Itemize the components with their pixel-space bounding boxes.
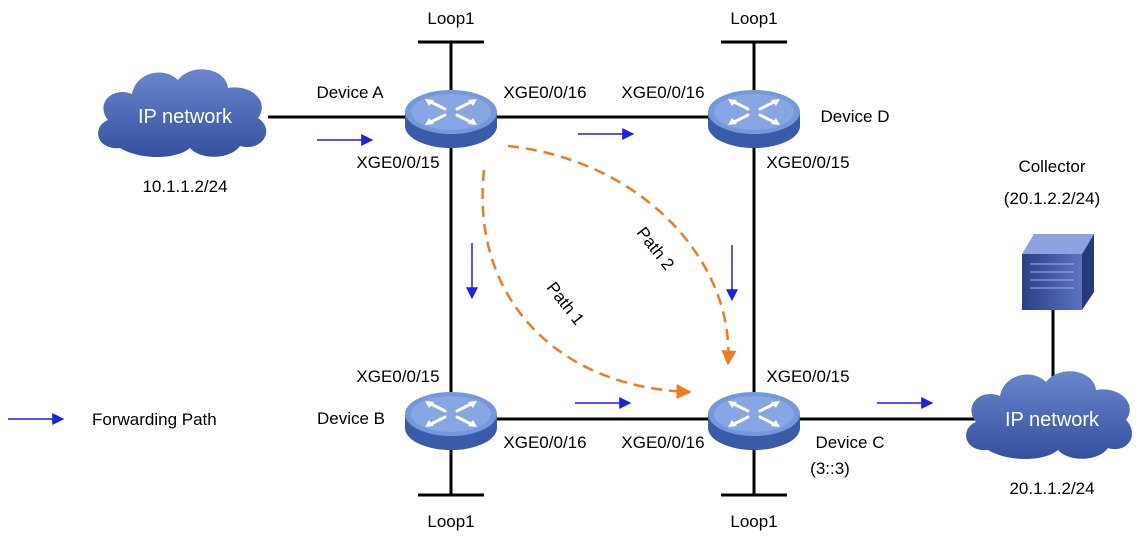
cloud-right: IP network (966, 371, 1133, 459)
device-d-name: Device D (821, 107, 890, 126)
device-b-loop-label: Loop1 (427, 512, 474, 531)
device-c-address: (3::3) (810, 459, 850, 478)
device-d-router (706, 88, 802, 150)
path-1-label: Path 1 (543, 278, 588, 328)
router-icon (706, 88, 802, 150)
device-d-port-left: XGE0/0/16 (621, 83, 704, 102)
router-icon (403, 390, 499, 452)
path-2-label: Path 2 (633, 223, 678, 273)
collector-name: Collector (1018, 157, 1085, 176)
cloud-left-address: 10.1.1.2/24 (142, 177, 227, 196)
forwarding-arrows (8, 128, 934, 425)
device-b-port-right: XGE0/0/16 (503, 433, 586, 452)
cloud-right-address: 20.1.1.2/24 (1009, 479, 1094, 498)
device-a-loop-label: Loop1 (427, 9, 474, 28)
device-a-router (403, 88, 499, 150)
path-1-curve (481, 169, 692, 400)
device-c-port-up: XGE0/0/15 (766, 367, 849, 386)
cloud-left-label: IP network (138, 106, 233, 128)
device-c-router (706, 390, 802, 452)
device-a-port-right: XGE0/0/16 (503, 83, 586, 102)
device-c-name: Device C (816, 433, 885, 452)
device-a-name: Device A (316, 83, 384, 102)
cloud-icon (966, 371, 1133, 459)
device-b-port-up: XGE0/0/15 (356, 367, 439, 386)
router-icon (706, 390, 802, 452)
cloud-icon (98, 69, 267, 157)
device-d-loop-label: Loop1 (730, 9, 777, 28)
cloud-left: IP network (98, 69, 267, 157)
collector-server (1022, 234, 1094, 310)
device-c-loop-label: Loop1 (730, 512, 777, 531)
legend-label: Forwarding Path (92, 410, 217, 429)
server-icon (1022, 234, 1094, 310)
device-a-port-down: XGE0/0/15 (356, 153, 439, 172)
dashed-paths (481, 144, 737, 400)
collector-address: (20.1.2.2/24) (1004, 189, 1100, 208)
router-icon (403, 88, 499, 150)
device-c-port-left: XGE0/0/16 (621, 433, 704, 452)
device-b-router (403, 390, 499, 452)
cloud-right-label: IP network (1005, 409, 1100, 431)
path-2-curve (507, 144, 737, 366)
device-b-name: Device B (317, 409, 385, 428)
device-d-port-down: XGE0/0/15 (766, 153, 849, 172)
